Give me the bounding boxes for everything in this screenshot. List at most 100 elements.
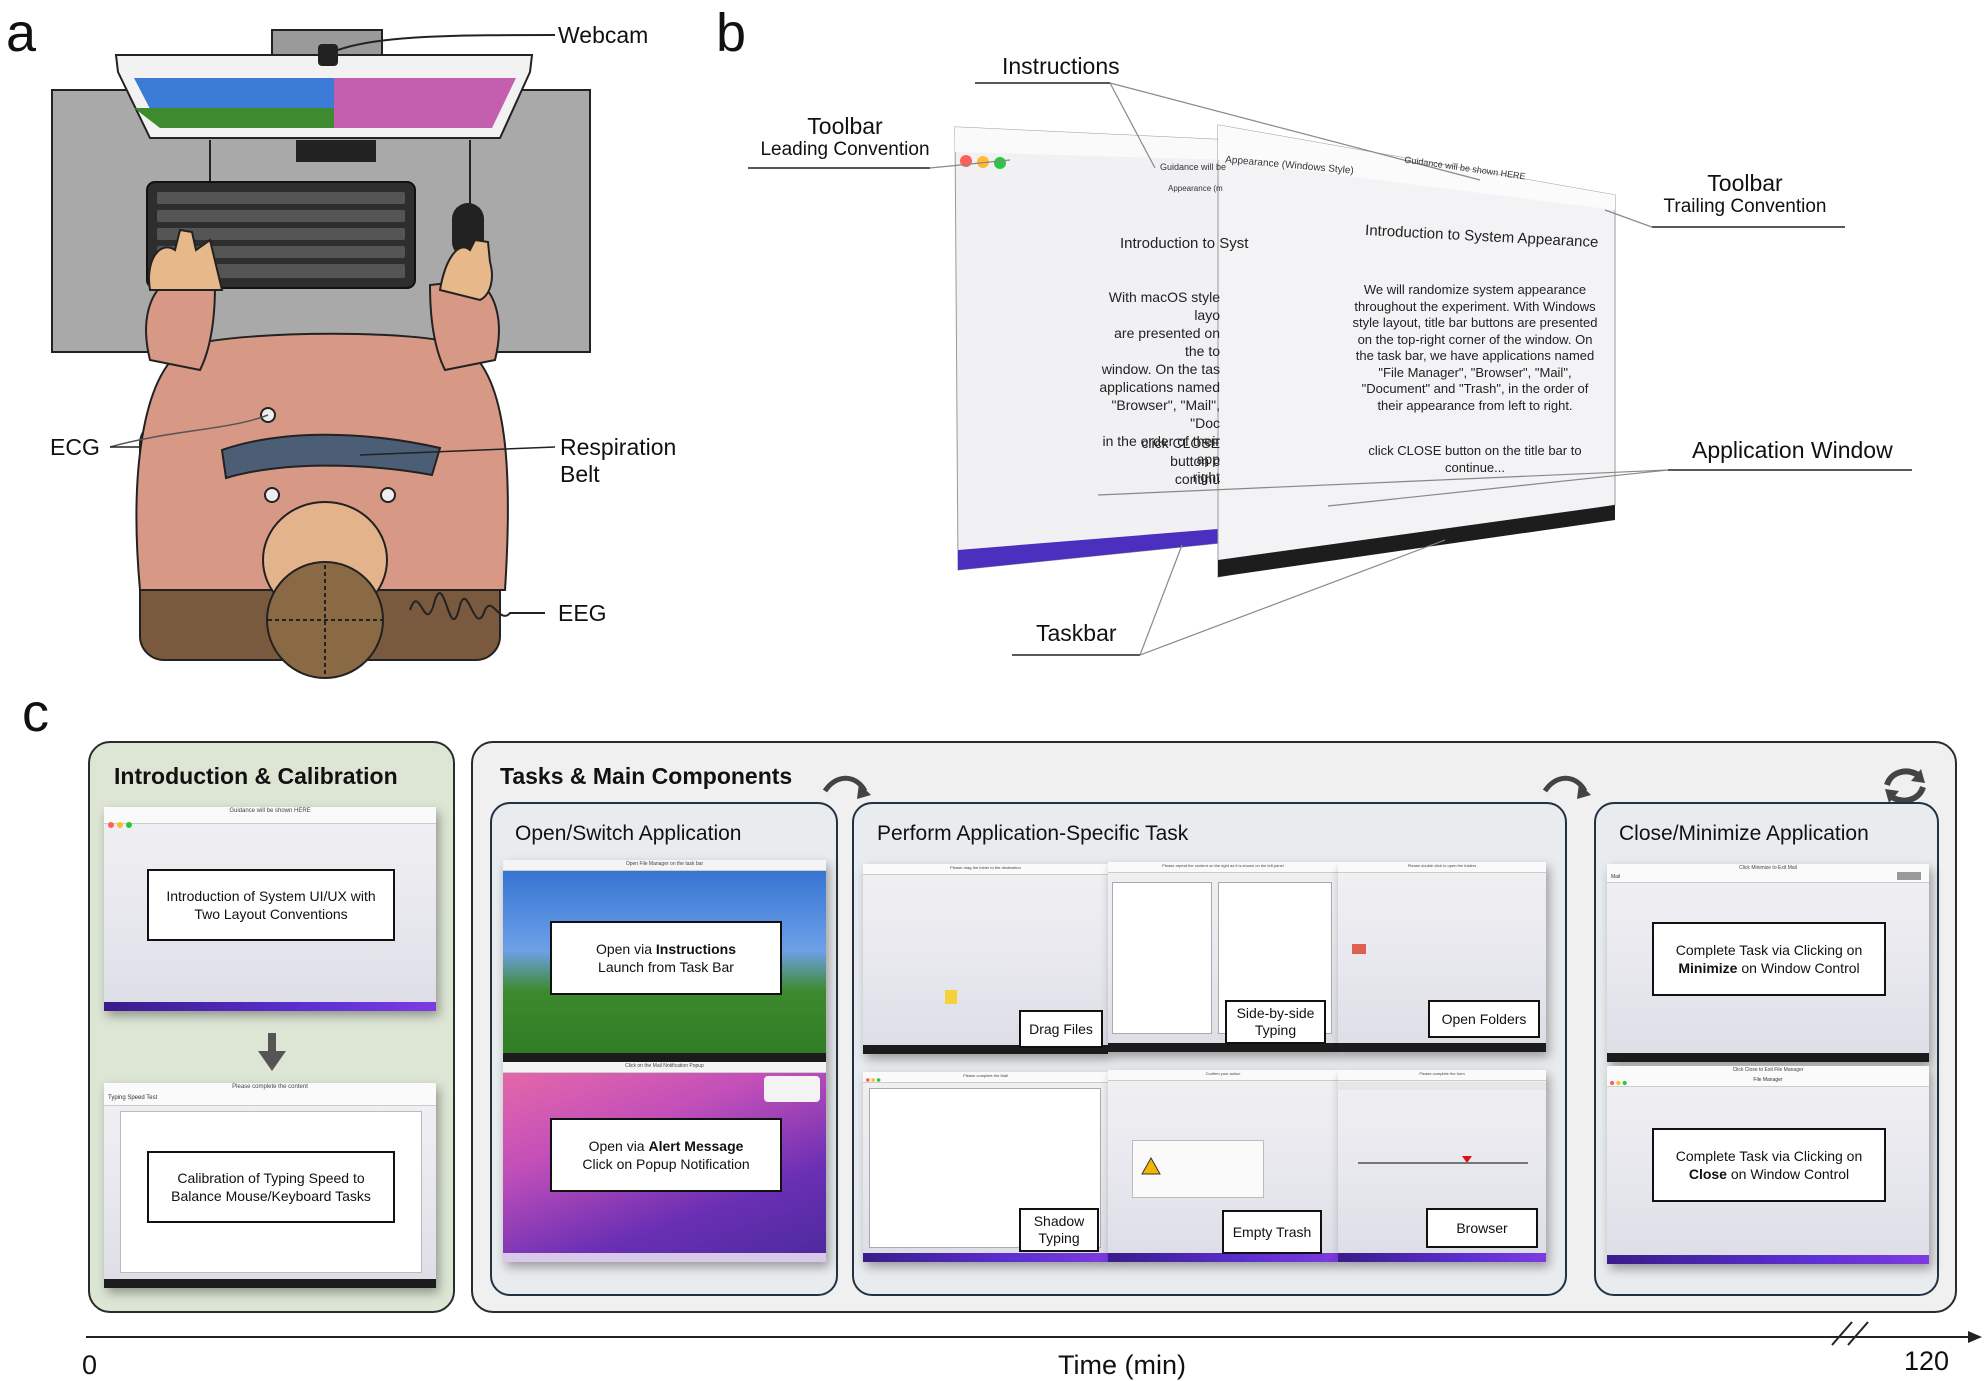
confirm-dialog: [1132, 1140, 1264, 1198]
intro-box-2-line1: Calibration of Typing Speed to: [177, 1170, 365, 1186]
right-hand: [438, 238, 493, 302]
window-text-line: continue...: [1445, 460, 1505, 475]
toolbar-leading-callout: Toolbar Leading Convention: [760, 115, 930, 161]
window-tab: Mail: [1611, 874, 1621, 880]
toolbar-trailing-title: Toolbar: [1707, 170, 1783, 196]
window-titlebar: Please double click to open the folders: [1338, 862, 1546, 873]
window-text-line: are presented on the to: [1114, 325, 1220, 359]
toolbar-leading-subtitle: Leading Convention: [760, 139, 930, 160]
taskbar: [1338, 1043, 1546, 1052]
window-guidance: Click Close to Exit File Manager: [1732, 1067, 1804, 1073]
window-tab: File Manager: [1753, 1077, 1783, 1083]
cycle-arrows: [822, 768, 1926, 804]
window-text-line: "Browser", "Mail", "Doc: [1111, 397, 1220, 431]
window-titlebar: Click on the Mail Notification Popup: [503, 1062, 826, 1073]
intro-box-2-line2: Balance Mouse/Keyboard Tasks: [171, 1188, 371, 1204]
left-hand: [148, 228, 224, 291]
front-window-close-instruction: click CLOSE button on the title bar to co…: [1340, 442, 1610, 476]
respiration-label: Respiration Belt: [560, 434, 676, 488]
perform-task-title: Perform Application-Specific Task: [877, 822, 1189, 845]
window-text-line: With macOS style layo: [1108, 289, 1220, 323]
respiration-label-line2: Belt: [560, 461, 600, 487]
close-minimize-title: Close/Minimize Application: [1619, 822, 1869, 845]
window-controls[interactable]: [1897, 872, 1921, 880]
drag-files-label: Drag Files: [1019, 1010, 1103, 1048]
intro-group-title: Introduction & Calibration: [114, 763, 398, 789]
window-text-line: in the order of their app: [1102, 433, 1220, 467]
toolbar-leading-title: Toolbar: [807, 113, 883, 139]
close-box-2-bold: Close: [1688, 1166, 1727, 1182]
open-box-2-bold: Alert Message: [648, 1138, 744, 1154]
taskbar: [1108, 1043, 1338, 1052]
taskbar: [1607, 1053, 1929, 1062]
taskbar: [104, 1002, 436, 1011]
window-controls[interactable]: [866, 1074, 882, 1085]
window-controls[interactable]: [108, 815, 135, 833]
monitor-screen-right: [334, 78, 516, 128]
folder-icon[interactable]: [1352, 944, 1366, 954]
drag-files-screenshot: Please drag the folder to the destinatio…: [863, 864, 1108, 1054]
open-box-1-bold: Instructions: [655, 941, 737, 957]
window-titlebar: Please repeat the content on the right a…: [1108, 862, 1338, 873]
open-screenshot-2: Click on the Mail Notification Popup Ope…: [503, 1062, 826, 1262]
window-titlebar: Please drag the folder to the destinatio…: [863, 864, 1108, 875]
intro-screenshot-2: Please complete the content Typing Speed…: [104, 1083, 436, 1288]
window-text-line: click CLOSE button on the title bar to: [1368, 443, 1582, 458]
window-text-line: click CLOSE button c: [1141, 435, 1220, 469]
open-switch-title: Open/Switch Application: [515, 822, 742, 845]
back-window-heading: Introduction to Syst: [1120, 235, 1249, 252]
taskbar: [863, 1253, 1108, 1262]
taskbar: [104, 1279, 436, 1288]
window-tab: Typing Speed Test: [108, 1095, 158, 1101]
browser-address-bar[interactable]: [1338, 1082, 1546, 1090]
browser-label: Browser: [1426, 1208, 1538, 1248]
window-guidance: Please drag the folder to the destinatio…: [950, 865, 1021, 870]
window-titlebar: Please complete the Mail: [863, 1072, 1108, 1083]
respiration-label-line1: Respiration: [560, 434, 677, 460]
panel-letter-a: a: [6, 3, 37, 63]
window-text-line: "File Manager", "Browser", "Mail",: [1378, 364, 1572, 380]
window-text-line: applications named: [1099, 379, 1220, 395]
window-titlebar: Open File Manager on the task bar: [503, 860, 826, 871]
window-text-line: on the top-right corner of the window. O…: [1357, 331, 1593, 347]
empty-trash-label: Empty Trash: [1222, 1210, 1322, 1254]
taskbar: [863, 1045, 1108, 1054]
intro-calibration-group: Introduction & Calibration Guidance will…: [88, 741, 455, 1313]
window-titlebar: Please complete the content Typing Speed…: [104, 1083, 436, 1106]
side-by-side-label-line2: Typing: [1254, 1022, 1297, 1038]
window-text-line: window. On the tas: [1101, 361, 1220, 377]
rating-slider[interactable]: [1358, 1162, 1528, 1164]
timeline-start-label: 0: [82, 1350, 98, 1380]
instructions-callout: Instructions: [1002, 53, 1120, 79]
close-minimize-subpanel: Close/Minimize Application Click Minimiz…: [1594, 802, 1939, 1296]
back-window-guidance: Guidance will be: [1160, 162, 1227, 172]
window-guidance: Please complete the content: [232, 1084, 308, 1090]
window-controls[interactable]: [1610, 1076, 1629, 1089]
timeline-end-label: 120: [1904, 1346, 1950, 1376]
close-box-1-bold: Minimize: [1678, 960, 1738, 976]
window-text-line: style layout, title bar buttons are pres…: [1352, 315, 1598, 330]
side-by-side-label-line1: Side-by-side: [1236, 1005, 1315, 1021]
slider-marker[interactable]: [1462, 1156, 1472, 1163]
folder-icon[interactable]: [945, 990, 957, 1004]
eeg-waveform: [409, 592, 545, 621]
open-box-1-line2: Launch from Task Bar: [598, 959, 734, 975]
respiration-belt: [220, 433, 442, 480]
window-text-line: "Document" and "Trash", in the order of: [1361, 381, 1589, 396]
window-titlebar: Guidance will be shown HERE: [104, 807, 436, 828]
mail-notification-popup[interactable]: [764, 1076, 820, 1102]
taskbar: [503, 1253, 826, 1262]
taskbar[interactable]: [503, 1053, 826, 1062]
open-box-1-prefix: Open via: [595, 941, 656, 957]
close-screenshot-1: Click Minimize to Exit Mail Mail Complet…: [1607, 864, 1929, 1062]
taskbar: [1108, 1253, 1338, 1262]
close-box-2-line1: Complete Task via Clicking on: [1675, 1148, 1863, 1164]
intro-screenshot-1: Guidance will be shown HERE Introduction…: [104, 807, 436, 1011]
